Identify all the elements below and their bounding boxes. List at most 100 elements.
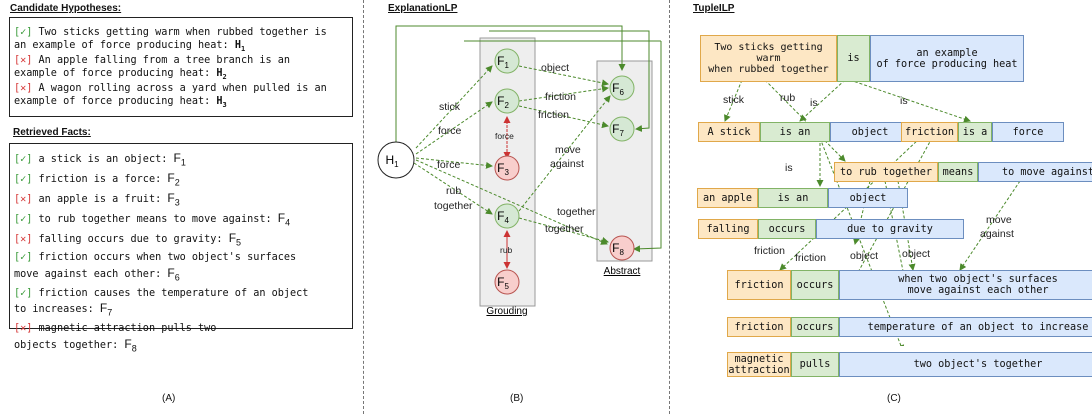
edge-label-move: move bbox=[555, 144, 581, 156]
explanationlp-graph: Grouding Abstract stick force force rub … bbox=[377, 25, 662, 317]
check-icon: [✓] bbox=[14, 213, 33, 225]
tuple-verb: is a bbox=[958, 122, 992, 142]
grounding-label: Grouding bbox=[486, 306, 527, 317]
edge-label-force: force bbox=[438, 125, 462, 137]
edge-label-force2: force bbox=[437, 159, 461, 171]
tuple-verb: occurs bbox=[758, 219, 816, 239]
cross-icon: [✕] bbox=[14, 55, 33, 67]
edge-label-is3: is bbox=[785, 162, 793, 174]
fact-node-f1 bbox=[494, 48, 520, 74]
fact-node-f8 bbox=[609, 235, 635, 261]
edge-label-against: against bbox=[550, 158, 584, 170]
hypothesis-node-h1 bbox=[377, 141, 415, 179]
tuple-object: temperature of an object to increase bbox=[839, 317, 1092, 337]
tuple-subject: friction bbox=[727, 270, 791, 300]
tuple-subject: an apple bbox=[697, 188, 758, 208]
hyp-subject: Two sticks getting warm when rubbed toge… bbox=[700, 35, 837, 82]
abstract-label: Abstract bbox=[604, 266, 641, 277]
cross-icon: [✕] bbox=[14, 323, 33, 335]
edge-label-object1: object bbox=[850, 250, 878, 262]
cross-icon: [✕] bbox=[14, 233, 33, 245]
edge-label-rub: rub bbox=[446, 185, 461, 197]
cross-icon: [✕] bbox=[14, 83, 33, 95]
hypothesis-line: [✓] Two sticks getting warm when rubbed … bbox=[14, 27, 327, 38]
tuple-object: to move against bbox=[978, 162, 1092, 182]
facts-box: [✓] a stick is an object: F1 [✓] friction… bbox=[9, 143, 353, 353]
tuple-object: object bbox=[828, 188, 908, 208]
fact-line-cont: objects together: F8 bbox=[14, 336, 137, 354]
check-icon: [✓] bbox=[14, 252, 33, 264]
hypothesis-line: [✕] An apple falling from a tree branch … bbox=[14, 55, 291, 67]
tuple-verb: is an bbox=[758, 188, 828, 208]
edge-label-is2: is bbox=[900, 95, 908, 107]
edge-label-together: together bbox=[434, 200, 473, 212]
tuple-verb: occurs bbox=[791, 270, 839, 300]
panel-a-label: (A) bbox=[162, 393, 176, 404]
hyp-object: an example of force producing heat bbox=[870, 35, 1024, 82]
explanationlp-title: ExplanationLP bbox=[388, 3, 458, 14]
fact-node-f4 bbox=[494, 203, 520, 229]
tuple-object: object bbox=[830, 122, 910, 142]
edge-label-object: object bbox=[541, 62, 569, 74]
tuple-subject: friction bbox=[901, 122, 958, 142]
hypotheses-title: Candidate Hypotheses: bbox=[10, 3, 122, 14]
tuple-verb: pulls bbox=[791, 352, 839, 377]
fact-node-f7 bbox=[609, 116, 635, 142]
check-icon: [✓] bbox=[14, 287, 33, 299]
tuple-subject: falling bbox=[698, 219, 758, 239]
cross-icon: [✕] bbox=[14, 193, 33, 205]
fact-node-f6 bbox=[609, 75, 635, 101]
edge-label-stick: stick bbox=[723, 94, 745, 106]
fact-line: [✓] friction occurs when two object's su… bbox=[14, 252, 297, 264]
tuple-object: force bbox=[992, 122, 1064, 142]
hypothesis-line-cont: example of force producing heat: H2 bbox=[14, 67, 227, 81]
tuple-subject: friction bbox=[727, 317, 791, 337]
tuple-verb: means bbox=[938, 162, 978, 182]
tuple-object: due to gravity bbox=[816, 219, 964, 239]
edge-label-friction2: friction bbox=[538, 109, 569, 121]
edge-label-against: against bbox=[980, 228, 1014, 240]
tupleilp-title: TupleILP bbox=[693, 3, 735, 14]
tuple-object: two object's together bbox=[839, 352, 1092, 377]
check-icon: [✓] bbox=[14, 154, 33, 165]
panel-b-label: (B) bbox=[510, 393, 524, 404]
fact-line: [✕] falling occurs due to gravity: F5 bbox=[14, 230, 242, 247]
edge-label-object2: object bbox=[902, 248, 930, 260]
fact-node-f2 bbox=[494, 88, 520, 114]
fact-line: [✓] friction is a force: F2 bbox=[14, 170, 180, 188]
edge-label-rub: rub bbox=[780, 92, 795, 104]
hypothesis-line-cont: example of force producing heat: H3 bbox=[14, 95, 227, 109]
edge-label-is1: is bbox=[810, 97, 818, 109]
facts-title: Retrieved Facts: bbox=[13, 127, 91, 138]
fact-node-f3 bbox=[494, 155, 520, 181]
hyp-verb: is bbox=[837, 35, 870, 82]
tuple-verb: occurs bbox=[791, 317, 839, 337]
tuple-verb: is an bbox=[760, 122, 830, 142]
edge-label-stick: stick bbox=[439, 101, 461, 113]
fact-line-cont: to increases: F7 bbox=[14, 301, 113, 318]
check-icon: [✓] bbox=[14, 27, 33, 38]
edge-label-move: move bbox=[986, 214, 1012, 226]
fact-line: [✕] an apple is a fruit: F3 bbox=[14, 190, 180, 208]
fact-line: [✓] a stick is an object: F1 bbox=[14, 151, 186, 168]
fact-line: [✓] to rub together means to move agains… bbox=[14, 210, 291, 228]
separator-ab bbox=[363, 0, 364, 414]
separator-bc bbox=[669, 0, 670, 414]
fact-node-f5 bbox=[494, 269, 520, 295]
edge-label-friction1: friction bbox=[754, 245, 785, 257]
tuple-subject: A stick bbox=[698, 122, 760, 142]
edge-label-together2: together bbox=[557, 206, 596, 218]
hypothesis-line: [✕] A wagon rolling across a yard when p… bbox=[14, 83, 327, 95]
edge-label-friction2: friction bbox=[795, 252, 826, 264]
fact-line: [✓] friction causes the temperature of a… bbox=[14, 287, 309, 299]
edge-label-force-vert: force bbox=[495, 131, 514, 141]
edge-label-friction1: friction bbox=[545, 91, 576, 103]
panel-c-label: (C) bbox=[887, 393, 901, 404]
tuple-subject: to rub together bbox=[834, 162, 938, 182]
hypotheses-box: [✓] Two sticks getting warm when rubbed … bbox=[9, 17, 353, 117]
check-icon: [✓] bbox=[14, 173, 33, 185]
fact-line: [✕] magnetic attraction pulls two bbox=[14, 323, 217, 335]
edge-label-together3: together bbox=[545, 223, 584, 235]
